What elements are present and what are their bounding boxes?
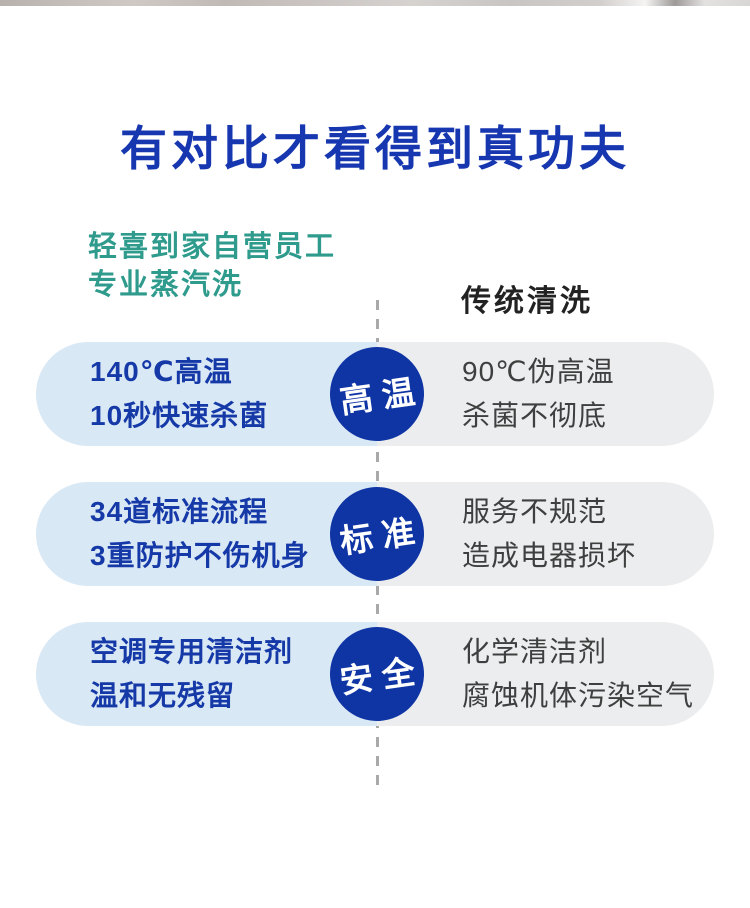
row-badge-circle: 高 温 (323, 340, 431, 448)
row-right-line1: 90℃伪高温 (462, 356, 615, 387)
comparison-row-safety: 空调专用清洁剂 温和无残留 安 全 化学清洁剂 腐蚀机体污染空气 (36, 620, 714, 728)
row-badge-circle: 安 全 (323, 620, 431, 728)
row-right-text: 90℃伪高温 杀菌不彻底 (462, 350, 615, 438)
row-left-text: 34道标准流程 3重防护不伤机身 (90, 490, 310, 578)
row-right-text: 服务不规范 造成电器损坏 (462, 490, 636, 578)
top-photo-strip (0, 0, 750, 6)
row-left-line2: 温和无残留 (90, 680, 236, 711)
row-left-line1: 空调专用清洁剂 (90, 636, 294, 667)
row-right-text: 化学清洁剂 腐蚀机体污染空气 (462, 630, 694, 718)
row-right-line2: 造成电器损坏 (462, 540, 637, 571)
row-right-line1: 化学清洁剂 (462, 636, 608, 667)
row-left-text: 空调专用清洁剂 温和无残留 (90, 630, 293, 718)
row-left-line2: 3重防护不伤机身 (90, 540, 310, 571)
left-column-header-line1: 轻喜到家自营员工 (88, 231, 337, 263)
row-left-line1: 140℃高温 (90, 356, 233, 387)
row-badge-circle: 标 准 (323, 480, 431, 588)
row-right-line2: 杀菌不彻底 (462, 400, 608, 431)
left-column-header: 轻喜到家自营员工 专业蒸汽洗 (88, 228, 336, 304)
row-right-line2: 腐蚀机体污染空气 (462, 680, 695, 711)
row-left-text: 140℃高温 10秒快速杀菌 (90, 350, 268, 438)
right-column-header: 传统清洗 (461, 285, 593, 318)
row-left-line2: 10秒快速杀菌 (90, 400, 269, 431)
row-right-line1: 服务不规范 (462, 496, 608, 527)
comparison-row-standard: 34道标准流程 3重防护不伤机身 标 准 服务不规范 造成电器损坏 (36, 480, 714, 588)
left-column-header-line2: 专业蒸汽洗 (88, 269, 244, 301)
row-left-line1: 34道标准流程 (90, 496, 269, 527)
page-title: 有对比才看得到真功夫 (120, 122, 630, 175)
comparison-row-hot: 140℃高温 10秒快速杀菌 高 温 90℃伪高温 杀菌不彻底 (36, 340, 714, 448)
